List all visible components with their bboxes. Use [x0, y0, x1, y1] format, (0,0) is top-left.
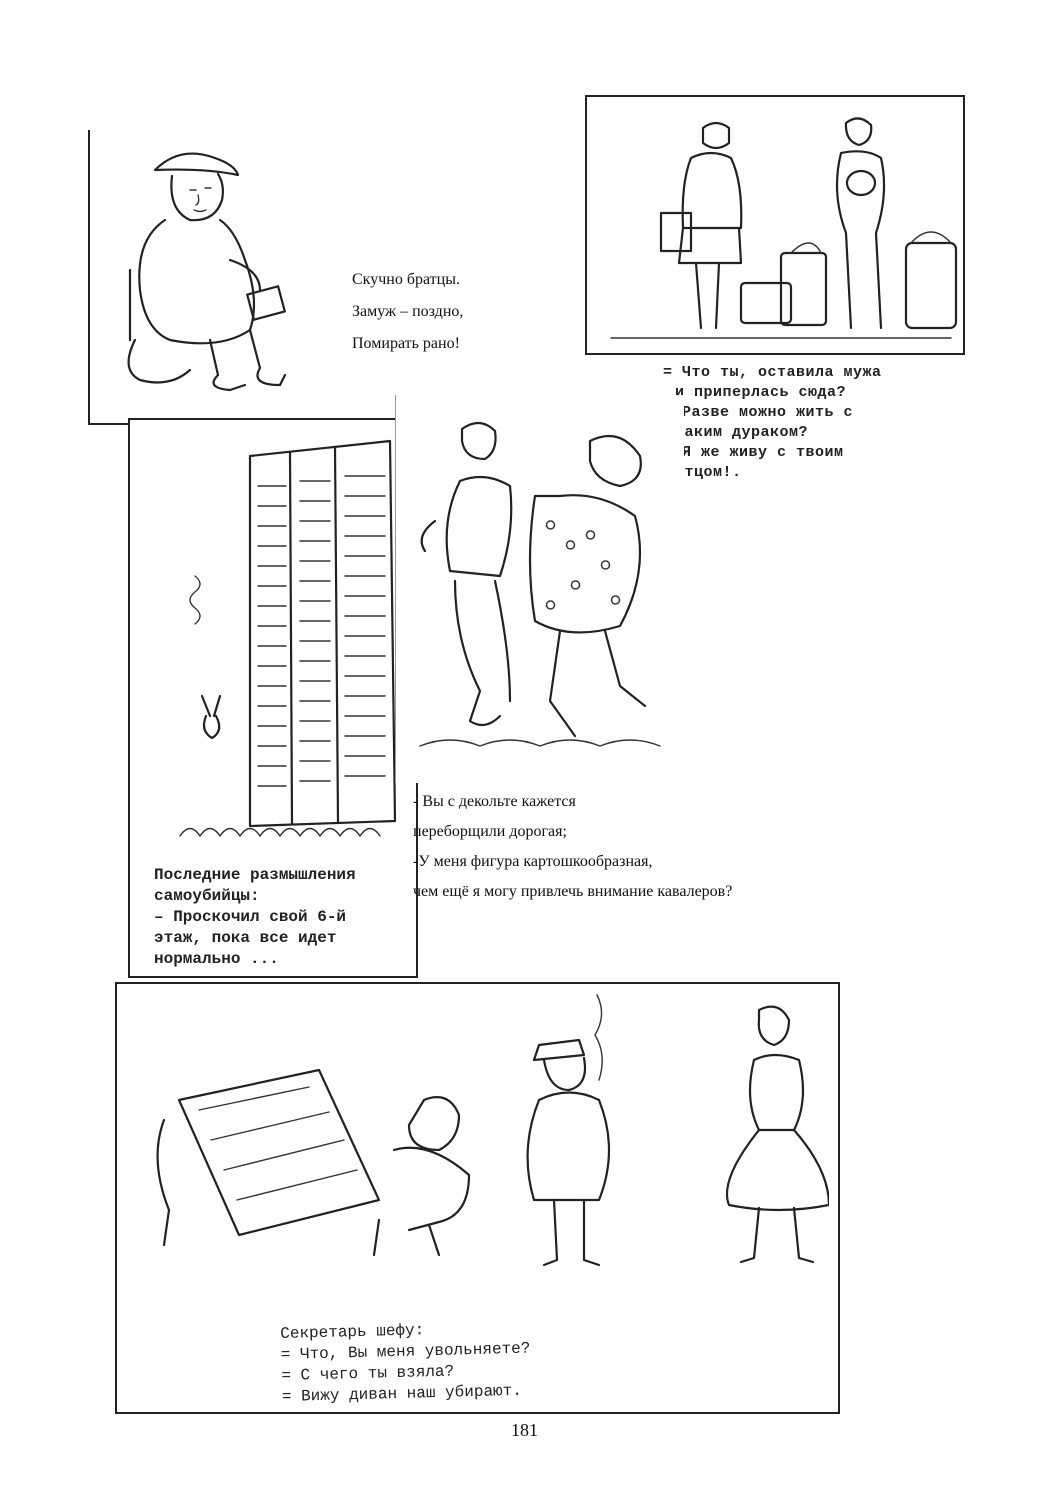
cartoon-2-panel [585, 95, 965, 355]
caption-line: Последние размышления [154, 866, 356, 884]
caption-line: = Разве можно жить с [663, 404, 854, 421]
caption-line: -У меня фигура картошкообразная, [413, 853, 653, 870]
cartoon-1-frame: Скучно братцы. Замуж – поздно, Помирать … [88, 130, 463, 425]
cartoon-1-caption: Скучно братцы. Замуж – поздно, Помирать … [352, 264, 463, 360]
caption-line: отцом!. [675, 464, 742, 481]
cartoon-4-caption: - Вы с декольте кажется переборщили доро… [413, 787, 732, 907]
movers-and-boss-drawing [156, 994, 829, 1267]
tower-building-drawing [179, 439, 397, 838]
caption-line: = Что ты, оставила мужа [663, 364, 882, 381]
cartoon-5-frame: Секретарь шефу: = Что, Вы меня увольняет… [115, 982, 840, 1414]
caption-line: – Проскочил свой 6-й [154, 908, 347, 926]
caption-line: переборщили дорогая; [413, 823, 567, 840]
cartoon-3-frame: Последние размышления самоубийцы: – Прос… [128, 418, 418, 978]
cartoon-5-caption-block: Секретарь шефу: = Что, Вы меня увольняет… [280, 1317, 532, 1408]
cartoon-3-caption: Последние размышления самоубийцы: – Прос… [154, 865, 356, 970]
caption-line: этаж, пока все идет [154, 929, 337, 947]
dancing-couple-drawing [419, 421, 661, 747]
caption-line: чем ещё я могу привлечь внимание кавалер… [413, 883, 733, 900]
caption-line: и приперлась сюда? [675, 384, 847, 401]
caption-line: нормально ... [154, 950, 279, 968]
caption-line: самоубийцы: [154, 887, 260, 905]
caption-line: таким дураком? [675, 424, 809, 441]
caption-line: — Я же живу с твоим [663, 444, 844, 461]
seated-woman-drawing [127, 152, 287, 392]
couple-with-luggage-drawing [610, 117, 958, 339]
cartoon-2-caption: = Что ты, оставила мужа и приперлась сюд… [663, 363, 882, 483]
caption-line: Помирать рано! [352, 335, 460, 352]
page-number: 181 [511, 1420, 538, 1440]
caption-line: - Вы с декольте кажется [413, 793, 576, 810]
cartoon-4-panel [395, 395, 684, 783]
cartoon-4-frame: - Вы с декольте кажется переборщили доро… [395, 395, 732, 900]
caption-line: Замуж – поздно, [352, 303, 464, 320]
caption-line: Скучно братцы. [352, 271, 460, 288]
